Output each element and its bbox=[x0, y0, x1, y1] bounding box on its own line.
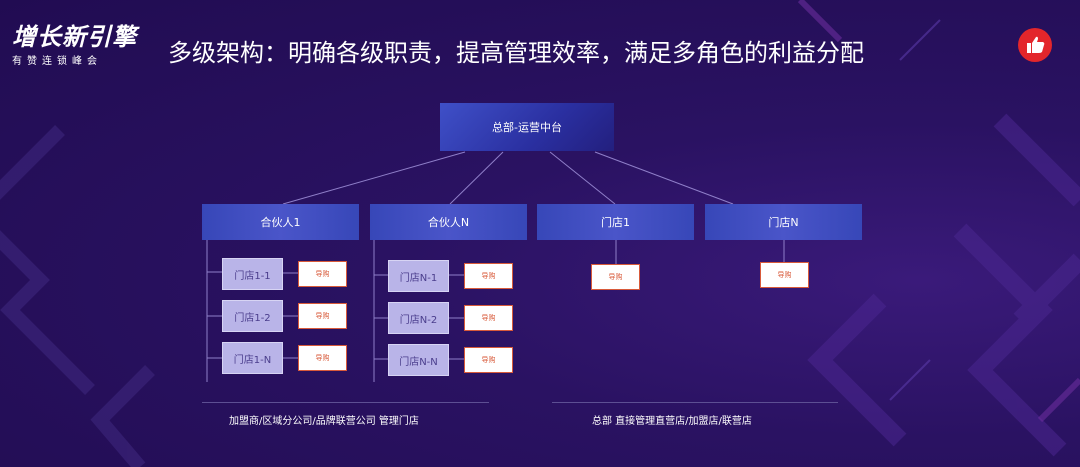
org-root-hq: 总部-运营中台 bbox=[440, 103, 614, 151]
divider bbox=[552, 402, 838, 403]
guide-node: 导购 bbox=[591, 264, 640, 290]
logo-sub-text: 有赞连锁峰会 bbox=[12, 56, 102, 67]
slide-title: 多级架构：明确各级职责，提高管理效率，满足多角色的利益分配 bbox=[168, 39, 864, 67]
guide-node: 导购 bbox=[298, 261, 347, 287]
guide-node: 导购 bbox=[298, 303, 347, 329]
store-node: 门店N-2 bbox=[388, 302, 449, 334]
org-node-store-n: 门店N bbox=[705, 204, 862, 240]
store-node: 门店1-N bbox=[222, 342, 283, 374]
store-node: 门店N-N bbox=[388, 344, 449, 376]
partner-management-note: 加盟商/区域分公司/品牌联营公司 管理门店 bbox=[229, 416, 419, 427]
org-node-partner-1: 合伙人1 bbox=[202, 204, 359, 240]
store-node: 门店N-1 bbox=[388, 260, 449, 292]
thumbs-up-icon bbox=[1018, 28, 1052, 62]
guide-node: 导购 bbox=[464, 263, 513, 289]
store-node: 门店1-2 bbox=[222, 300, 283, 332]
hq-management-note: 总部 直接管理直营店/加盟店/联营店 bbox=[592, 416, 752, 427]
store-node: 门店1-1 bbox=[222, 258, 283, 290]
logo-main-text: 增长新引擎 bbox=[12, 23, 137, 51]
org-node-store-1: 门店1 bbox=[537, 204, 694, 240]
logo: 增长新引擎 有赞连锁峰会 bbox=[12, 24, 137, 67]
guide-node: 导购 bbox=[464, 305, 513, 331]
guide-node: 导购 bbox=[760, 262, 809, 288]
divider bbox=[202, 402, 489, 403]
guide-node: 导购 bbox=[464, 347, 513, 373]
org-node-partner-n: 合伙人N bbox=[370, 204, 527, 240]
guide-node: 导购 bbox=[298, 345, 347, 371]
